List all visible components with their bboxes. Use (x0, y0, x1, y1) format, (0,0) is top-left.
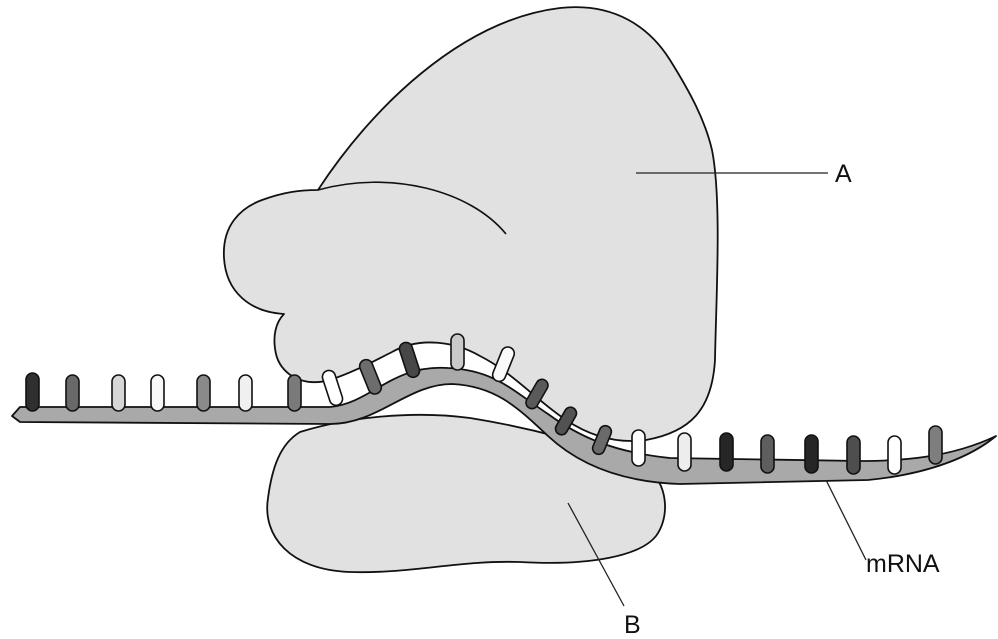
nucleotide-base (451, 334, 464, 370)
nucleotide-base (678, 433, 691, 471)
nucleotide-base (26, 373, 39, 411)
nucleotide-base (929, 426, 942, 464)
nucleotide-base (632, 430, 645, 466)
nucleotide-base (720, 433, 733, 471)
label-mrna: mRNA (866, 550, 940, 578)
nucleotide-base (398, 341, 421, 379)
nucleotide-base (288, 375, 301, 411)
nucleotide-base (239, 375, 252, 411)
label-a: A (835, 160, 852, 188)
nucleotide-base (805, 435, 818, 473)
nucleotide-base (358, 358, 384, 396)
nucleotide-base (888, 436, 901, 474)
nucleotide-base (847, 436, 860, 474)
nucleotide-base (197, 375, 210, 411)
nucleotide-base (66, 375, 79, 411)
label-leader-mrna (826, 480, 866, 560)
nucleotide-base (151, 375, 164, 411)
nucleotide-base (112, 375, 125, 411)
nucleotide-base (761, 435, 774, 473)
label-b: B (624, 611, 641, 639)
